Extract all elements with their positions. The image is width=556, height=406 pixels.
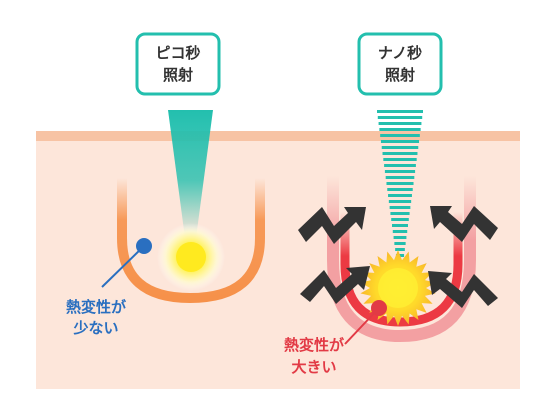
nano-beam-stripe bbox=[378, 122, 422, 125]
nano-beam-stripe bbox=[386, 182, 414, 185]
nano-label-box: ナノ秒 照射 bbox=[357, 32, 443, 96]
nano-beam-stripe bbox=[390, 212, 410, 215]
skin-surface bbox=[36, 131, 520, 141]
nano-beam-stripe bbox=[393, 236, 407, 239]
impact-arrow-upper-right bbox=[430, 206, 498, 242]
nano-beam-stripe bbox=[381, 146, 419, 149]
nano-beam-stripe bbox=[388, 200, 412, 203]
nano-beam-stripe bbox=[377, 110, 423, 113]
nano-beam-stripe bbox=[379, 128, 421, 131]
nano-label-line2: 照射 bbox=[385, 66, 415, 84]
impact-arrows bbox=[298, 206, 498, 308]
nano-section: ナノ秒 照射 熱変性が 大きい bbox=[284, 32, 498, 376]
pico-section: ピコ秒 照射 熱変性が 少ない bbox=[66, 32, 265, 337]
pico-caption-line1: 熱変性が bbox=[66, 298, 127, 316]
nano-beam-stripe bbox=[392, 224, 408, 227]
impact-arrow-upper-left bbox=[298, 207, 366, 244]
nano-beam-stripe bbox=[380, 134, 420, 137]
nano-beam-stripe bbox=[380, 140, 420, 143]
nano-laser-beam bbox=[377, 110, 423, 263]
pico-pointer-dot bbox=[136, 238, 152, 254]
skin-layer bbox=[36, 131, 520, 389]
nano-burst-core bbox=[378, 268, 418, 308]
nano-beam-stripe bbox=[394, 242, 406, 245]
nano-beam-stripe bbox=[391, 218, 409, 221]
nano-beam-stripe bbox=[388, 194, 412, 197]
impact-arrow-lower-left bbox=[300, 266, 370, 304]
pico-caption-line2: 少ない bbox=[72, 319, 118, 337]
pico-label-line2: 照射 bbox=[163, 66, 193, 84]
nano-beam-stripe bbox=[395, 248, 405, 251]
nano-label-line1: ナノ秒 bbox=[378, 44, 422, 62]
nano-caption-line1: 熱変性が bbox=[284, 336, 345, 354]
impact-arrow-lower-right bbox=[428, 271, 498, 308]
pico-label-line1: ピコ秒 bbox=[155, 44, 200, 62]
nano-beam-stripe bbox=[384, 170, 416, 173]
nano-pointer-dot bbox=[371, 300, 387, 316]
pico-hot-spot bbox=[176, 242, 206, 272]
nano-beam-stripe bbox=[392, 230, 408, 233]
nano-beam-stripe bbox=[389, 206, 411, 209]
nano-beam-stripe bbox=[385, 176, 415, 179]
pico-label-box: ピコ秒 照射 bbox=[135, 32, 221, 96]
nano-pointer-line bbox=[344, 308, 379, 345]
nano-beam-stripe bbox=[377, 116, 423, 119]
nano-caption-line2: 大きい bbox=[291, 358, 336, 376]
nano-beam-stripe bbox=[384, 164, 416, 167]
nano-beam-stripe bbox=[382, 152, 418, 155]
nano-beam-stripe bbox=[387, 188, 413, 191]
pico-laser-beam bbox=[168, 110, 213, 238]
nano-beam-stripe bbox=[383, 158, 417, 161]
pico-pointer-line bbox=[101, 245, 145, 288]
